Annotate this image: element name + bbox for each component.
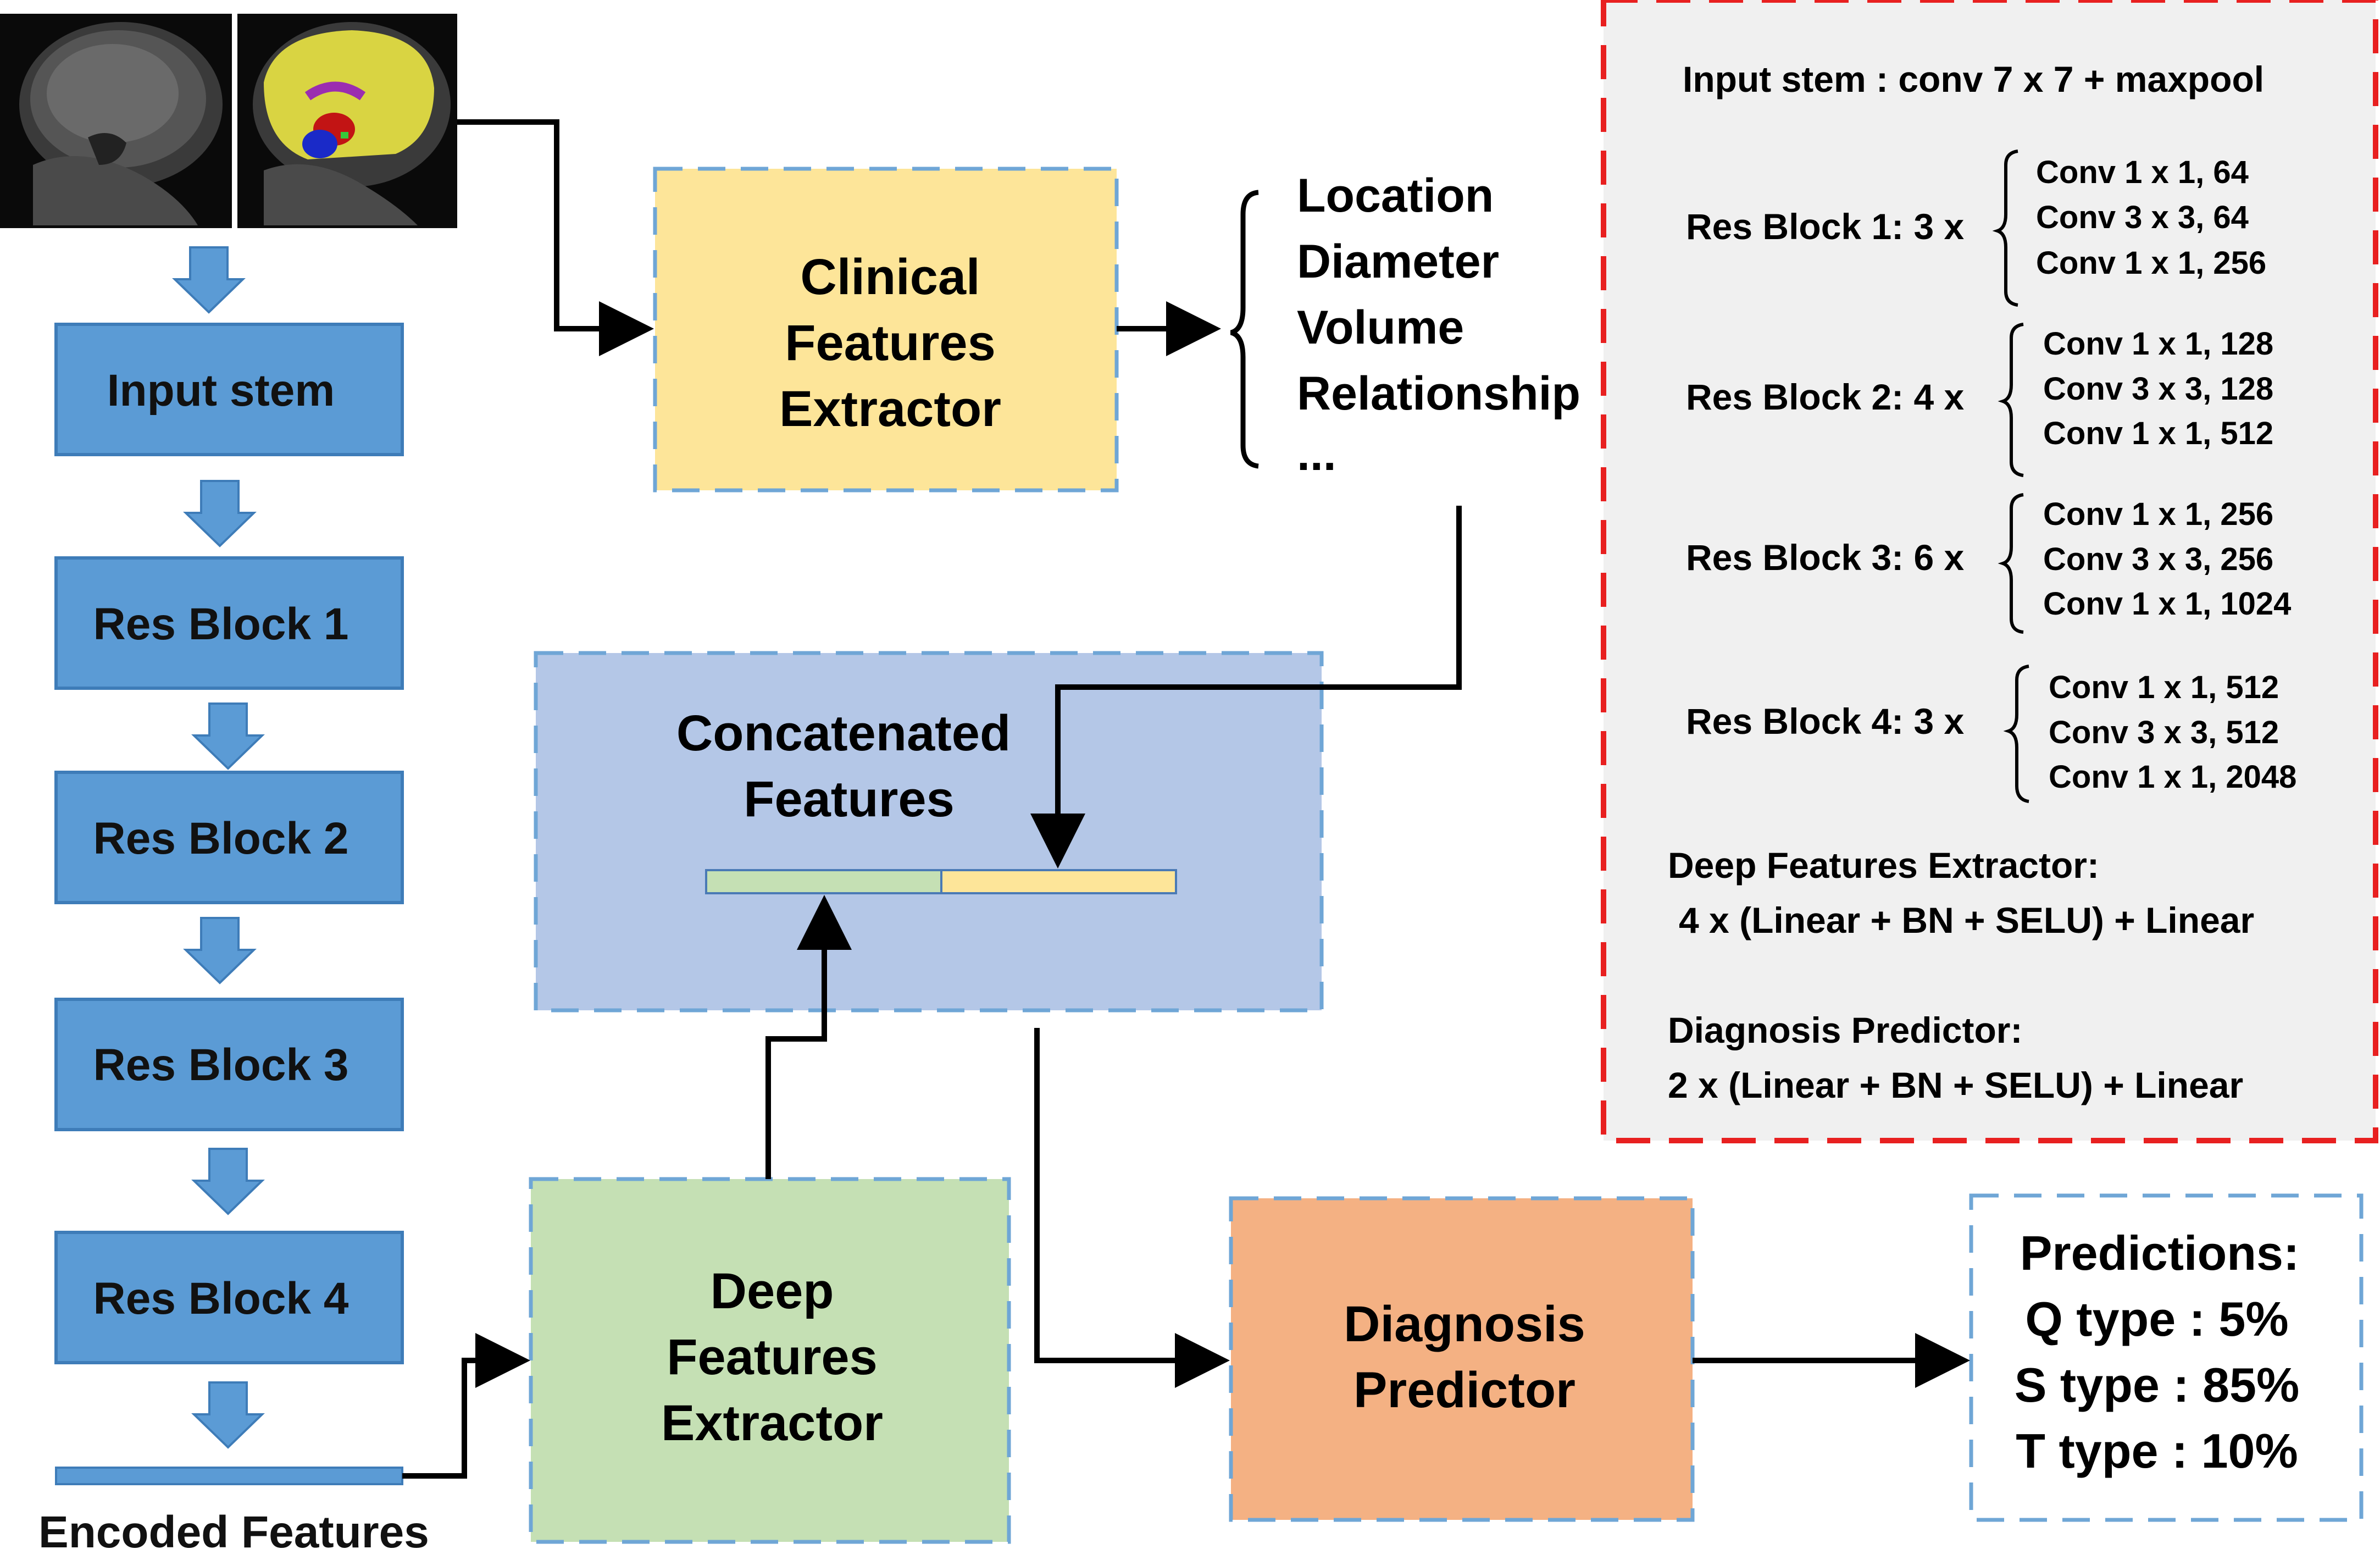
- config-res4-conv: Conv 1 x 1, 2048: [2049, 759, 2296, 795]
- prediction-s: S type : 85%: [2015, 1358, 2299, 1412]
- predictions-title: Predictions:: [2020, 1226, 2300, 1280]
- architecture-config-panel: Input stem : conv 7 x 7 + maxpool Res Bl…: [1601, 0, 2378, 1143]
- diagnosis-predictor: Diagnosis Predictor: [1229, 1196, 1695, 1522]
- encoded-to-deep-arrow: [402, 1333, 530, 1479]
- svg-text:Features: Features: [785, 315, 996, 371]
- svg-text:Diagnosis: Diagnosis: [1344, 1296, 1585, 1352]
- feature-ellipsis: ...: [1297, 428, 1336, 480]
- res-block-1: Res Block 1: [54, 556, 404, 690]
- res-block-2: Res Block 2: [54, 771, 404, 904]
- config-res1-conv: Conv 1 x 1, 256: [2036, 245, 2266, 281]
- svg-text:Res Block 4: Res Block 4: [93, 1274, 349, 1324]
- config-deep-title: Deep Features Extractor:: [1668, 845, 2099, 886]
- connectors: [402, 119, 1970, 1479]
- mri-to-clinical-arrow: [457, 119, 654, 356]
- config-res2-conv: Conv 3 x 3, 128: [2043, 371, 2273, 407]
- predictions-box: Predictions: Q type : 5% S type : 85% T …: [1969, 1193, 2364, 1522]
- encoded-features-bar: [55, 1467, 403, 1485]
- svg-text:Res Block 1: Res Block 1: [93, 599, 349, 649]
- config-res2-label: Res Block 2: 4 x: [1686, 377, 1965, 417]
- features-to-concat-arrow: [1030, 506, 1462, 868]
- feature-location: Location: [1297, 169, 1494, 222]
- res-block-3: Res Block 3: [54, 998, 404, 1131]
- svg-text:Res Block 2: Res Block 2: [93, 814, 349, 864]
- config-res4-label: Res Block 4: 3 x: [1686, 701, 1965, 742]
- config-res3-conv: Conv 3 x 3, 256: [2043, 541, 2273, 577]
- feature-volume: Volume: [1297, 301, 1464, 354]
- down-arrow-icon: [193, 1381, 263, 1448]
- config-res1-brace: [1992, 150, 2018, 307]
- prediction-t: T type : 10%: [2016, 1424, 2298, 1478]
- clinical-feature-vector: [940, 869, 1177, 894]
- config-res1-label: Res Block 1: 3 x: [1686, 206, 1965, 247]
- config-res3-brace: [1998, 493, 2024, 634]
- down-arrow-icon: [174, 246, 244, 313]
- svg-text:Features: Features: [667, 1329, 878, 1385]
- clinical-feature-list: Location Diameter Volume Relationship ..…: [1297, 169, 1580, 480]
- down-arrow-icon: [193, 1148, 263, 1215]
- concatenated-features: Concatenated Features: [534, 651, 1324, 1013]
- config-input-stem: Input stem : conv 7 x 7 + maxpool: [1683, 59, 2264, 99]
- feature-relationship: Relationship: [1297, 367, 1580, 420]
- config-deep-desc: 4 x (Linear + BN + SELU) + Linear: [1679, 900, 2254, 941]
- config-res2-brace: [1998, 323, 2024, 477]
- brain-mri-segmented-icon: [237, 14, 457, 228]
- config-diag-title: Diagnosis Predictor:: [1668, 1010, 2022, 1050]
- svg-text:Clinical: Clinical: [800, 249, 980, 305]
- config-res4-conv: Conv 3 x 3, 512: [2049, 715, 2279, 750]
- svg-text:Extractor: Extractor: [779, 381, 1001, 437]
- input-stem-block: Input stem: [54, 323, 404, 456]
- svg-text:Concatenated: Concatenated: [676, 705, 1011, 761]
- svg-text:Input stem: Input stem: [107, 366, 335, 416]
- config-res4-conv: Conv 1 x 1, 512: [2049, 670, 2279, 705]
- clinical-features-extractor: Clinical Features Extractor: [653, 167, 1119, 493]
- concat-to-diagnosis-arrow: [1034, 1028, 1230, 1388]
- config-res4-brace: [2003, 665, 2029, 803]
- deep-feature-vector: [705, 869, 942, 894]
- deep-features-extractor: Deep Features Extractor: [529, 1177, 1011, 1544]
- config-res3-conv: Conv 1 x 1, 1024: [2043, 586, 2291, 622]
- feature-diameter: Diameter: [1297, 235, 1499, 288]
- config-diag-desc: 2 x (Linear + BN + SELU) + Linear: [1668, 1065, 2243, 1105]
- down-arrow-icon: [193, 702, 263, 770]
- config-res2-conv: Conv 1 x 1, 512: [2043, 416, 2273, 451]
- down-arrow-icon: [185, 480, 255, 547]
- config-res3-label: Res Block 3: 6 x: [1686, 537, 1965, 578]
- brain-mri-icon: [0, 14, 232, 228]
- down-arrow-icon: [185, 917, 255, 984]
- svg-text:Extractor: Extractor: [661, 1395, 883, 1451]
- config-res1-conv: Conv 1 x 1, 64: [2036, 154, 2249, 190]
- encoded-features-label: Encoded Features: [38, 1507, 429, 1549]
- feature-list-brace: [1230, 190, 1259, 469]
- svg-text:Predictor: Predictor: [1353, 1362, 1575, 1418]
- svg-text:Res Block 3: Res Block 3: [93, 1040, 349, 1090]
- svg-text:Deep: Deep: [711, 1263, 834, 1319]
- deep-to-concat-arrow: [765, 895, 852, 1179]
- prediction-q: Q type : 5%: [2025, 1292, 2288, 1346]
- res-block-4: Res Block 4: [54, 1231, 404, 1364]
- config-res1-conv: Conv 3 x 3, 64: [2036, 200, 2249, 235]
- config-res2-conv: Conv 1 x 1, 128: [2043, 326, 2273, 362]
- svg-text:Features: Features: [744, 771, 955, 827]
- config-res3-conv: Conv 1 x 1, 256: [2043, 496, 2273, 532]
